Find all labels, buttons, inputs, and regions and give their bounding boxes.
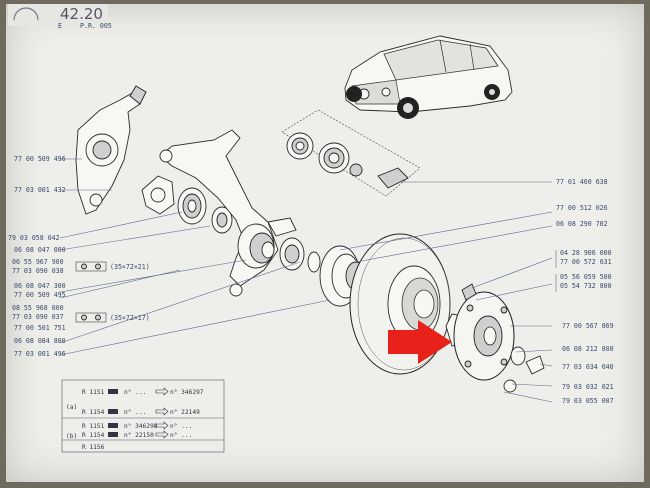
- part-number: 79 03 055 007: [562, 397, 614, 405]
- thrust-washer: [307, 251, 321, 273]
- part-number: 06 08 290 702: [556, 220, 608, 228]
- part-number: 77 03 034 040: [562, 363, 614, 371]
- part-number: 06 08 047 300: [14, 282, 66, 290]
- part-number: 77 00 567 869: [562, 322, 614, 330]
- leader-lines-left: [59, 158, 331, 356]
- vehicle-glyph-icon: [108, 432, 118, 437]
- hub-nut: [525, 355, 545, 375]
- car-illustration-icon: [344, 35, 513, 119]
- arrow-right-icon: [155, 387, 169, 396]
- table-model: R 1156: [82, 444, 105, 451]
- table-model: R 1151: [82, 423, 105, 430]
- part-number: 06 55 967 900: [12, 258, 64, 266]
- leader-lines-right: [339, 181, 553, 403]
- table-group-label: (b): [66, 433, 77, 440]
- arrow-right-icon: [155, 421, 169, 430]
- vehicle-glyph-icon: [108, 409, 118, 414]
- table-to: n° ...: [170, 431, 192, 439]
- catalog-sheet: [6, 4, 644, 482]
- table-group-label: (a): [66, 404, 77, 411]
- part-numbers-right: 77 01 460 638 77 00 512 026 06 08 290 70…: [556, 178, 614, 405]
- part-number: 77 03 001 432: [14, 186, 66, 194]
- bearing-dimension-1: (35×72×21): [75, 261, 150, 272]
- table-from: n° ...: [124, 408, 146, 416]
- dust-shield: [319, 245, 367, 307]
- table-model: R 1154: [82, 432, 105, 439]
- table-from: n° 22150: [124, 431, 154, 439]
- table-to: n° ...: [170, 422, 192, 430]
- red-arrow-icon: [388, 320, 452, 364]
- part-number: 06 08 084 800: [14, 337, 66, 345]
- part-number: 77 03 090 038: [12, 267, 64, 275]
- arrow-right-icon: [155, 430, 169, 439]
- applicability-table: (a) R 1151 n° ... n° 346297 R 1154 n° ..…: [61, 379, 225, 453]
- header-small-left: E: [58, 22, 62, 30]
- header-logo-icon: [13, 7, 39, 21]
- washer: [510, 346, 526, 366]
- wheel-hub: [445, 291, 515, 381]
- part-number: 77 00 509 496: [14, 155, 66, 163]
- part-number: 06 08 047 000: [14, 246, 66, 254]
- part-number: 77 03 090 037: [12, 313, 64, 321]
- part-number: 77 03 001 496: [14, 350, 66, 358]
- table-from: n° 346298: [124, 422, 158, 430]
- steering-knuckle-left: [75, 85, 147, 215]
- part-number: 79 03 058 042: [8, 234, 60, 242]
- part-number: 06 08 212 800: [562, 345, 614, 353]
- steering-knuckle-main: [159, 129, 297, 297]
- part-number: 77 00 501 751: [14, 324, 66, 332]
- part-number: 04 28 906 000: [560, 249, 612, 257]
- table-model: R 1154: [82, 409, 105, 416]
- vehicle-glyph-icon: [108, 389, 118, 394]
- part-number: 08 55 968 000: [12, 304, 64, 312]
- dimension-label: (35×72×21): [110, 263, 150, 271]
- inner-bearing-left: [177, 187, 233, 234]
- vehicle-glyph-icon: [108, 423, 118, 428]
- arrow-right-icon: [155, 407, 169, 416]
- header-number: 42.20: [60, 5, 103, 23]
- part-number: 77 00 572 631: [560, 258, 612, 266]
- part-number: 79 03 032 021: [562, 383, 614, 391]
- dimension-label: (35×72×17): [110, 314, 150, 322]
- part-number: 05 56 059 500: [560, 273, 612, 281]
- part-number: 77 00 512 026: [556, 204, 608, 212]
- part-numbers-left: 77 00 509 496 77 03 001 432 79 03 058 04…: [8, 155, 66, 358]
- lock-washer: [503, 379, 517, 393]
- bearing-kit-box: [281, 109, 421, 197]
- table-to: n° 346297: [170, 388, 204, 396]
- table-model: R 1151: [82, 389, 105, 396]
- part-number: 77 00 509 495: [14, 291, 66, 299]
- table-to: n° 22149: [170, 408, 200, 416]
- part-number: 77 01 460 638: [556, 178, 608, 186]
- table-from: n° ...: [124, 388, 146, 396]
- header-small-right: P.R. 005: [80, 22, 112, 30]
- bearing-dimension-2: (35×72×17): [75, 312, 150, 323]
- part-number: 05 54 732 800: [560, 282, 612, 290]
